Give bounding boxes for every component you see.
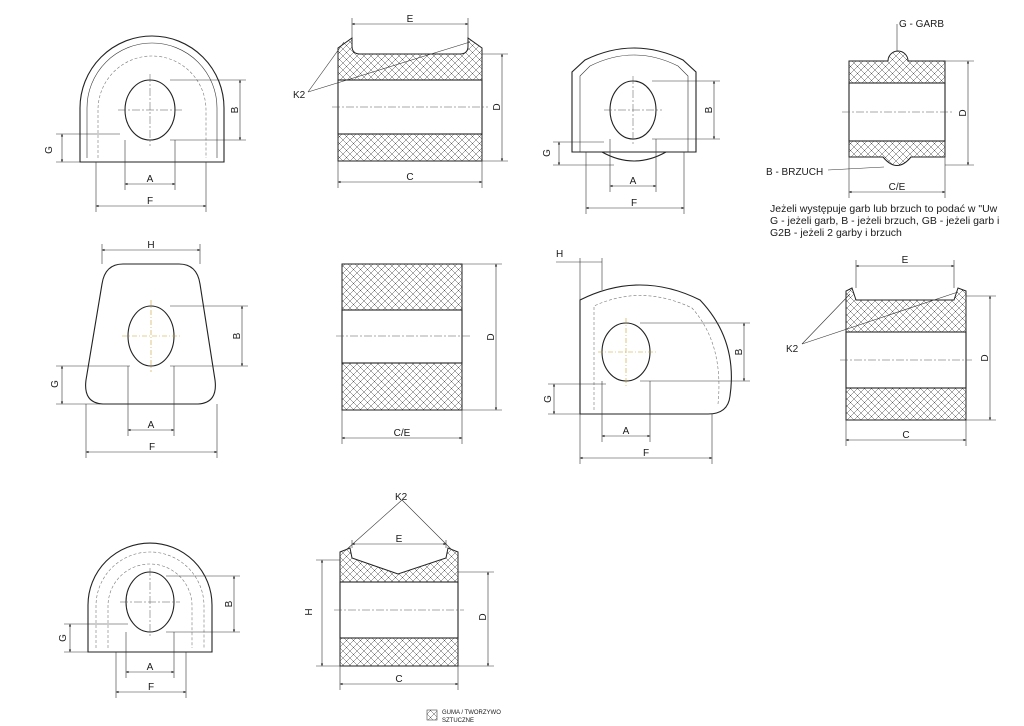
dim-f: F bbox=[631, 198, 637, 209]
dim-d: D bbox=[492, 103, 503, 110]
dim-f: F bbox=[149, 442, 155, 453]
dim-b: B bbox=[230, 106, 241, 113]
callout-k2: K2 bbox=[395, 492, 408, 503]
dim-e: E bbox=[396, 534, 403, 545]
callout-k2: K2 bbox=[293, 90, 306, 101]
legend-line-1: GUMA / TWORZYWO bbox=[442, 710, 501, 716]
note-line-3: G2B - jeżeli 2 garby i brzuch bbox=[770, 227, 902, 239]
dim-b: B bbox=[704, 106, 715, 113]
note-line-1: Jeżeli występuje garb lub brzuch to poda… bbox=[770, 203, 998, 215]
view-section-plain: D C/E bbox=[336, 263, 502, 444]
dim-g: G bbox=[44, 146, 55, 154]
dim-h: H bbox=[556, 249, 563, 260]
dim-d: D bbox=[478, 613, 489, 620]
dim-d: D bbox=[958, 109, 969, 116]
dim-b: B bbox=[232, 332, 243, 339]
dim-a: A bbox=[148, 420, 155, 431]
view-d-shaped-bushing: B G A F bbox=[44, 35, 246, 212]
dim-g: G bbox=[542, 149, 553, 157]
view-section-v-groove: K2 E H D C bbox=[304, 492, 494, 690]
note-text: Jeżeli występuje garb lub brzuch to poda… bbox=[770, 203, 999, 239]
dim-h: H bbox=[304, 608, 315, 615]
legend: GUMA / TWORZYWO SZTUCZNE bbox=[426, 709, 501, 724]
dim-c: C bbox=[406, 172, 413, 183]
callout-k2: K2 bbox=[786, 344, 799, 355]
dim-c: C bbox=[902, 430, 909, 441]
dim-a: A bbox=[630, 176, 637, 187]
view-quarter-round-bushing: H B G A F bbox=[543, 249, 750, 464]
note-line-2: G - jeżeli garb, B - jeżeli brzuch, GB -… bbox=[770, 215, 999, 227]
dim-ce: C/E bbox=[394, 428, 411, 439]
dim-f: F bbox=[147, 196, 153, 207]
dim-b: B bbox=[224, 600, 235, 607]
view-trapezoid-bushing: H B G A F bbox=[50, 240, 248, 458]
dim-c: C bbox=[395, 674, 402, 685]
legend-hatch-swatch bbox=[426, 709, 438, 721]
dim-f: F bbox=[643, 448, 649, 459]
view-small-d-bushing: B G A F bbox=[58, 542, 240, 698]
view-housing-belly: B G A F bbox=[542, 47, 720, 214]
dim-d: D bbox=[486, 333, 497, 340]
dim-e: E bbox=[902, 255, 909, 266]
view-section-k2-right: E D C K2 bbox=[786, 255, 996, 446]
callout-garb: G - GARB bbox=[899, 19, 944, 30]
dim-ce: C/E bbox=[889, 182, 906, 193]
dim-a: A bbox=[147, 662, 154, 673]
callout-brzuch: B - BRZUCH bbox=[766, 167, 823, 178]
dim-b: B bbox=[734, 348, 745, 355]
dim-g: G bbox=[50, 380, 61, 388]
dim-h: H bbox=[147, 240, 154, 251]
view-section-garb-brzuch: G - GARB B - BRZUCH D C/E bbox=[766, 19, 974, 198]
dim-a: A bbox=[623, 426, 630, 437]
dim-g: G bbox=[58, 634, 69, 642]
dim-g: G bbox=[543, 395, 554, 403]
legend-line-2: SZTUCZNE bbox=[442, 718, 474, 724]
dim-a: A bbox=[147, 174, 154, 185]
view-section-k2: E D C K2 bbox=[293, 14, 508, 188]
dim-e: E bbox=[407, 14, 414, 25]
dim-f: F bbox=[148, 682, 154, 693]
dim-d: D bbox=[980, 354, 991, 361]
